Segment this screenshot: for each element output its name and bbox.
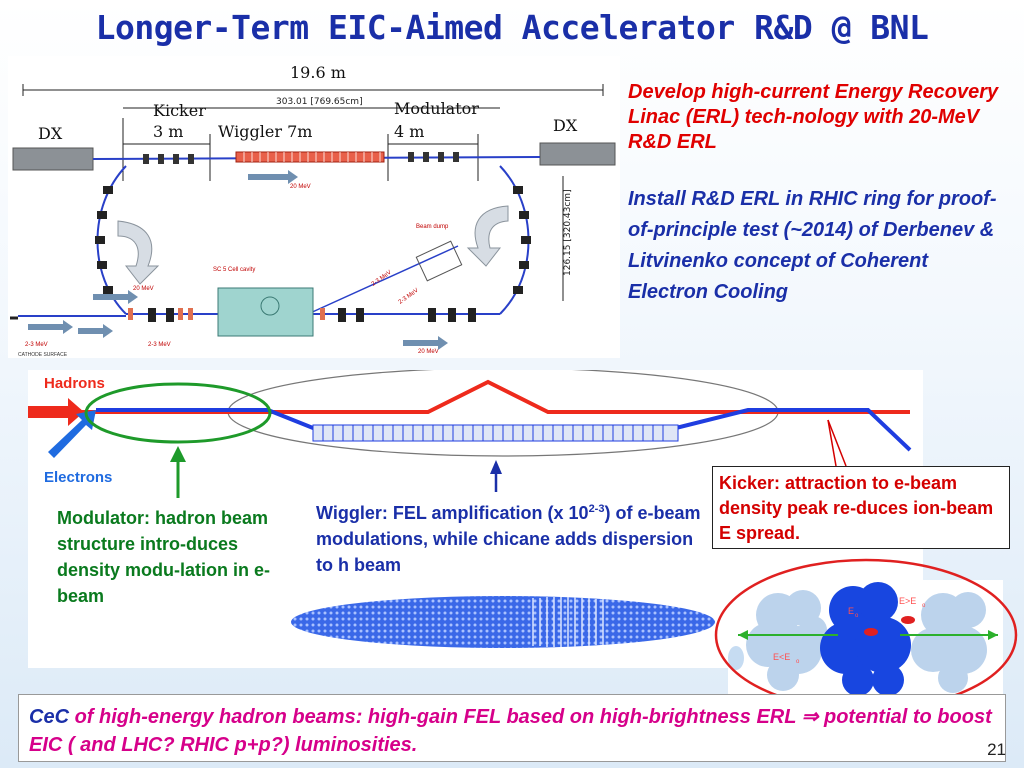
- electrons-label: Electrons: [44, 469, 112, 486]
- energy-20mev-top: 20 MeV: [290, 184, 311, 190]
- electron-arrow: [48, 410, 96, 458]
- kicker-annotation: Kicker: attraction to e-beam density pea…: [712, 466, 1010, 549]
- energy-20mev-left: 20 MeV: [133, 286, 154, 292]
- kicker-cloud-diagram: E o E>E o E<E o: [728, 580, 1003, 700]
- side-height-label: 126.15 [320.43cm]: [563, 189, 573, 276]
- modulator-pointer: [170, 446, 186, 462]
- wiggler-annotation: Wiggler: FEL amplification (x 102-3) of …: [316, 496, 706, 578]
- dx-right-label: DX: [553, 116, 578, 135]
- inner-length-label: 303.01 [769.65cm]: [276, 97, 363, 107]
- bullet-erl-development: Develop high-current Energy Recovery Lin…: [628, 81, 999, 153]
- kicker-length: 3 m: [153, 122, 183, 141]
- footer-text-b: potential to boost EIC ( and LHC? RHIC p…: [29, 706, 992, 756]
- right-ion-cloud: [911, 592, 987, 693]
- e-gt-label: E>E: [899, 596, 916, 606]
- wiggler-label: Wiggler 7m: [218, 122, 312, 141]
- beam-wiggler: [312, 424, 679, 442]
- e-gt-sub: o: [922, 603, 926, 609]
- e-lt-label: E<E: [773, 652, 790, 662]
- dx-left-label: DX: [38, 124, 63, 143]
- e-lt-sub: o: [796, 659, 800, 665]
- sc-cavity: [217, 287, 314, 337]
- energy-23mev-c: 2-3 MeV: [371, 270, 393, 288]
- dx-right-magnet: [539, 142, 616, 166]
- modulator-ellipse: [84, 382, 272, 444]
- e0-sub: o: [855, 613, 859, 619]
- beam-dump: [415, 240, 463, 282]
- modulator-annotation: Modulator: hadron beam structure intro-d…: [57, 508, 271, 606]
- wiggler-pointer: [490, 460, 502, 474]
- summary-footer: CeC of high-energy hadron beams: high-ga…: [18, 694, 1006, 762]
- e0-label: E: [848, 606, 854, 616]
- hadrons-label: Hadrons: [44, 375, 105, 392]
- footer-text-a: of high-energy hadron beams: high-gain F…: [69, 706, 802, 728]
- bullet-rhic-install: Install R&D ERL in RHIC ring for proof-o…: [628, 188, 997, 303]
- wiggler-annotation-exponent: 2-3: [588, 503, 605, 515]
- beam-dump-label: Beam dump: [416, 224, 449, 230]
- footer-cec: CeC: [29, 706, 70, 728]
- sc-cavity-label: SC 5 Cell cavity: [213, 267, 255, 273]
- energy-23mev-b: 2-3 MeV: [148, 342, 171, 348]
- kicker-label: Kicker: [153, 101, 206, 120]
- hadron-beam-path: [38, 379, 910, 414]
- implies-arrow: ⇒: [801, 706, 819, 728]
- slide-title: Longer-Term EIC-Aimed Accelerator R&D @ …: [95, 8, 929, 47]
- cathode-label: CATHODE SURFACE: [18, 352, 68, 358]
- wiggler-annotation-end: ) of e-beam modulations, while chicane a…: [316, 503, 701, 575]
- erl-schematic: 19.6 m 303.01 [769.65cm] Kicker 3 m Wigg…: [8, 56, 620, 358]
- energy-23mev-d: 2-3 MeV: [398, 288, 420, 306]
- energy-20mev-bottom: 20 MeV: [418, 349, 439, 355]
- modulator-label: Modulator: [394, 99, 479, 118]
- wiggler-annotation-start: Wiggler: FEL amplification (x 10: [316, 503, 589, 523]
- left-ion-cloud: [746, 590, 827, 691]
- modulator-length: 4 m: [394, 122, 424, 141]
- slide-number: 21: [987, 740, 1006, 759]
- dx-left-magnet: [12, 147, 94, 171]
- kicker-highlight-circle: [714, 558, 1018, 712]
- wiggler-magnet: [235, 151, 385, 163]
- modulated-beam-ellipse: [291, 596, 715, 648]
- hadron-arrow: [28, 398, 84, 426]
- total-length-label: 19.6 m: [290, 63, 346, 82]
- energy-23mev-a: 2-3 MeV: [25, 342, 48, 348]
